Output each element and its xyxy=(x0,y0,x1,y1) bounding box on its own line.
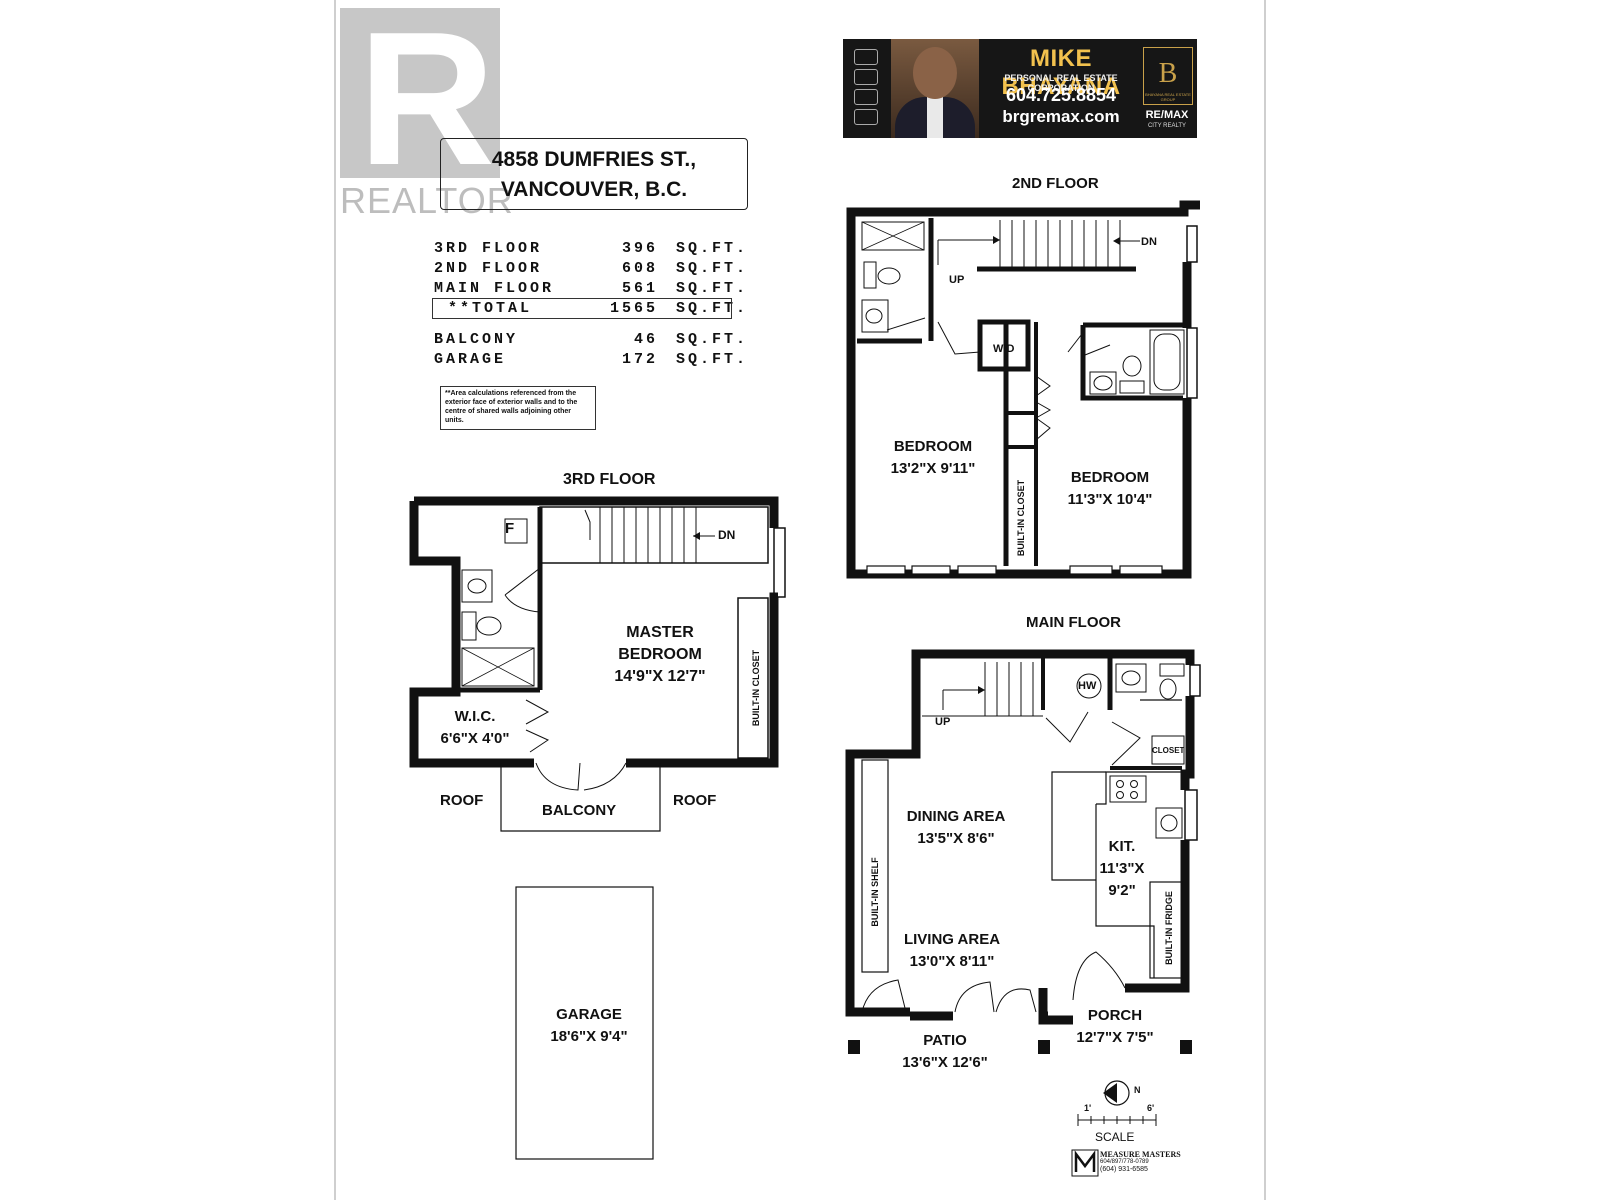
patio-label: PATIO 13'6"X 12'6" xyxy=(898,1030,992,1074)
patio-dimensions: 13'6"X 12'6" xyxy=(902,1054,988,1071)
second-closet-label: BUILT-IN CLOSET xyxy=(1016,479,1026,557)
roof-right-label: ROOF xyxy=(673,792,717,809)
area-calculation-note: **Area calculations referenced from the … xyxy=(440,386,596,430)
third-closet-label: BUILT-IN CLOSET xyxy=(751,649,761,727)
wic-dimensions: 6'6"X 4'0" xyxy=(440,730,510,747)
master-bedroom-dimensions: 14'9"X 12'7" xyxy=(614,668,706,685)
agent-banner[interactable]: MIKE BHAYANA PERSONAL REAL ESTATE CORPOR… xyxy=(843,39,1197,138)
agent-phone[interactable]: 604.725.8854 xyxy=(1005,85,1117,105)
porch-dimensions: 12'7"X 7'5" xyxy=(1076,1029,1154,1046)
main-closet-label: CLOSET xyxy=(1152,746,1185,755)
realtor-logo-icon xyxy=(340,8,500,178)
measurer-phone-2: (604) 931-6585 xyxy=(1100,1166,1148,1173)
washer-dryer-label: W/D xyxy=(993,343,1015,355)
bedroom-2-dimensions: 11'3"X 10'4" xyxy=(1067,491,1153,508)
scale-label: SCALE xyxy=(1095,1130,1135,1144)
garage-outline xyxy=(515,886,654,1160)
brokerage-sub: CITY REALTY xyxy=(1147,123,1187,129)
scale-min: 1' xyxy=(1084,1103,1092,1113)
award-badges-icon xyxy=(849,45,883,133)
floorplan-sheet xyxy=(334,0,1266,1200)
kitchen-label: KIT. 11'3"X 9'2" xyxy=(1099,838,1145,899)
bhayana-logo-icon: B BHAYANA REAL ESTATE GROUP xyxy=(1143,47,1193,105)
address-line-1: 4858 DUMFRIES ST., xyxy=(491,148,697,171)
garage-dimensions: 18'6"X 9'4" xyxy=(550,1028,628,1045)
brokerage-name: RE/MAX xyxy=(1145,109,1189,121)
built-in-fridge-label: BUILT-IN FRIDGE xyxy=(1164,891,1174,965)
porch-label: PORCH 12'7"X 7'5" xyxy=(1070,1005,1160,1049)
north-compass-icon xyxy=(1103,1080,1130,1106)
scale-bar xyxy=(1077,1114,1157,1126)
measurer-phone-1: 604/897/778-0789 xyxy=(1100,1159,1149,1165)
hot-water-label: HW xyxy=(1078,680,1097,692)
balcony-label: BALCONY xyxy=(542,802,617,819)
third-floor-title: 3RD FLOOR xyxy=(563,471,656,488)
living-area-label: LIVING AREA 13'0"X 8'11" xyxy=(892,929,1012,973)
bedroom-1-label: BEDROOM 13'2"X 9'11" xyxy=(880,436,986,480)
realtor-watermark-text: REALTOR xyxy=(340,180,514,221)
furnace-label: F xyxy=(505,520,515,537)
living-area-dimensions: 13'0"X 8'11" xyxy=(909,953,995,970)
main-floor-plan xyxy=(845,649,1201,1054)
measure-masters-logo-icon xyxy=(1071,1149,1099,1177)
dining-area-dimensions: 13'5"X 8'6" xyxy=(917,830,995,847)
second-floor-title: 2ND FLOOR xyxy=(1012,175,1099,192)
agent-corporation: PERSONAL REAL ESTATE CORPORATION xyxy=(1004,73,1118,93)
master-bedroom-label: MASTER BEDROOM 14'9"X 12'7" xyxy=(610,622,710,688)
agent-photo xyxy=(891,39,979,138)
second-floor-plan xyxy=(846,200,1200,579)
wic-label: W.I.C. 6'6"X 4'0" xyxy=(430,706,520,750)
main-floor-title: MAIN FLOOR xyxy=(1026,614,1121,631)
bedroom-1-dimensions: 13'2"X 9'11" xyxy=(890,460,976,477)
second-stairs-up-label: UP xyxy=(949,274,965,286)
realtor-watermark: R REALTOR xyxy=(340,0,514,221)
address-line-2: VANCOUVER, B.C. xyxy=(500,178,688,201)
total-box xyxy=(432,298,732,319)
built-in-shelf-label: BUILT-IN SHELF xyxy=(870,857,880,927)
north-label: N xyxy=(1134,1085,1141,1095)
agent-website[interactable]: brgremax.com xyxy=(1002,107,1120,126)
agent-name: MIKE BHAYANA xyxy=(1001,45,1121,100)
property-address: 4858 DUMFRIES ST., VANCOUVER, B.C. xyxy=(440,138,748,210)
second-stairs-dn-label: DN xyxy=(1141,236,1157,248)
third-floor-plan xyxy=(409,496,786,832)
dining-area-label: DINING AREA 13'5"X 8'6" xyxy=(896,806,1016,850)
garage-label: GARAGE 18'6"X 9'4" xyxy=(540,1004,638,1048)
roof-left-label: ROOF xyxy=(440,792,484,809)
scale-max: 6' xyxy=(1147,1103,1155,1113)
bedroom-2-label: BEDROOM 11'3"X 10'4" xyxy=(1057,467,1163,511)
main-stairs-up-label: UP xyxy=(935,716,951,728)
measurer-name: MEASURE MASTERS xyxy=(1100,1150,1181,1159)
third-stairs-label: DN xyxy=(718,528,736,542)
